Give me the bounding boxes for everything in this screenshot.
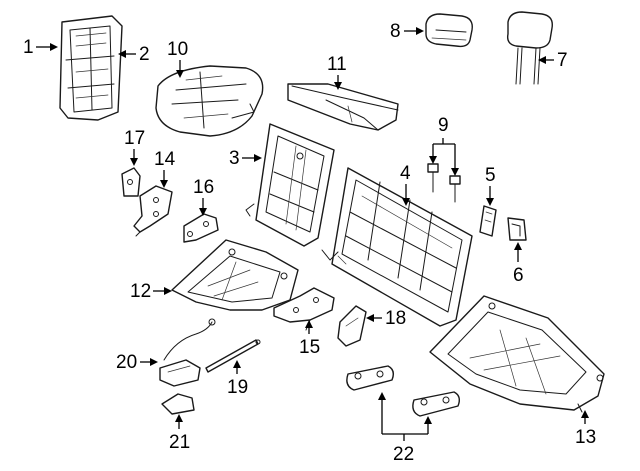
callout-1[interactable]: 1 — [23, 37, 58, 58]
callout-4[interactable]: 4 — [400, 163, 411, 206]
arrow-icon — [254, 154, 262, 162]
arrow-icon — [538, 56, 546, 64]
callout-5[interactable]: 5 — [485, 165, 496, 206]
part-foot-cover[interactable] — [161, 393, 195, 415]
arrow-icon — [176, 70, 184, 78]
arrow-icon — [118, 50, 126, 58]
callout-label: 11 — [327, 54, 347, 75]
callout-label: 8 — [390, 21, 401, 42]
callout-label: 9 — [438, 115, 449, 136]
arrow-icon — [378, 392, 386, 400]
part-pad-lower[interactable] — [412, 391, 461, 417]
arrow-icon — [150, 358, 158, 366]
callout-label: 7 — [557, 50, 568, 71]
arrow-icon — [514, 242, 522, 250]
arrow-icon — [50, 43, 58, 51]
callout-3[interactable]: 3 — [229, 148, 262, 169]
callout-6[interactable]: 6 — [513, 242, 524, 286]
arrow-icon — [160, 180, 168, 188]
part-bracket-16[interactable] — [183, 213, 219, 243]
arrow-icon — [233, 360, 241, 368]
part-release-cable[interactable] — [159, 318, 216, 387]
callout-label: 21 — [169, 432, 190, 453]
callout-2[interactable]: 2 — [118, 44, 150, 65]
arrow-icon — [334, 82, 342, 90]
arrow-icon — [429, 156, 437, 164]
arrow-icon — [416, 27, 424, 35]
arrow-icon — [581, 410, 589, 418]
arrow-icon — [451, 168, 459, 176]
callout-label: 3 — [229, 148, 240, 169]
callout-7[interactable]: 7 — [538, 50, 568, 71]
part-seat-pan-right[interactable] — [429, 295, 605, 413]
arrow-icon — [424, 416, 432, 424]
callout-label: 18 — [385, 308, 406, 329]
callout-9[interactable]: 9 — [429, 115, 459, 176]
callout-21[interactable]: 21 — [169, 414, 190, 453]
callout-10[interactable]: 10 — [167, 39, 188, 78]
callout-label: 19 — [227, 377, 248, 398]
callout-label: 12 — [130, 281, 151, 302]
arrow-icon — [366, 314, 374, 322]
arrow-icon — [164, 287, 172, 295]
leader-line — [381, 398, 429, 441]
part-bolts[interactable] — [427, 163, 461, 203]
part-bracket-clip[interactable] — [479, 205, 497, 237]
part-seat-pan-left[interactable] — [171, 239, 299, 311]
callout-label: 4 — [400, 163, 411, 184]
part-pad-upper[interactable] — [346, 365, 395, 391]
callout-19[interactable]: 19 — [227, 360, 248, 398]
callout-label: 5 — [485, 165, 496, 186]
part-headrest[interactable] — [506, 11, 553, 85]
callout-label: 16 — [193, 177, 214, 198]
part-hinge-bracket[interactable] — [133, 185, 173, 237]
callout-label: 20 — [116, 352, 137, 373]
callout-22[interactable]: 22 — [378, 392, 432, 465]
callout-18[interactable]: 18 — [366, 308, 406, 329]
part-support-rod[interactable] — [205, 339, 261, 373]
part-latch-cover[interactable] — [507, 217, 527, 241]
part-bracket-17[interactable] — [121, 167, 141, 197]
arrow-icon — [199, 208, 207, 216]
part-seat-trim-panel[interactable] — [287, 83, 399, 131]
callout-12[interactable]: 12 — [130, 281, 172, 302]
leader-line — [432, 138, 456, 170]
callout-20[interactable]: 20 — [116, 352, 158, 373]
arrow-icon — [130, 158, 138, 166]
part-seat-cushion[interactable] — [155, 65, 264, 137]
callout-15[interactable]: 15 — [299, 320, 320, 358]
callout-label: 2 — [139, 44, 150, 65]
callout-label: 10 — [167, 39, 188, 60]
callout-label: 22 — [393, 444, 414, 465]
part-seat-back-frame-left[interactable] — [245, 123, 335, 247]
callout-14[interactable]: 14 — [154, 149, 176, 188]
part-trim-cover[interactable] — [337, 305, 367, 347]
callout-label: 1 — [23, 37, 34, 58]
callout-label: 14 — [154, 149, 176, 170]
callout-11[interactable]: 11 — [327, 54, 347, 90]
arrow-icon — [402, 198, 410, 206]
part-seat-back-frame-right[interactable] — [321, 167, 473, 327]
part-seat-back-cushion[interactable] — [59, 15, 123, 121]
arrow-icon — [305, 320, 313, 328]
callout-17[interactable]: 17 — [124, 128, 145, 166]
callout-label: 17 — [124, 128, 145, 149]
callout-16[interactable]: 16 — [193, 177, 214, 216]
callout-label: 6 — [513, 265, 524, 286]
callout-8[interactable]: 8 — [390, 21, 424, 42]
callout-label: 15 — [299, 337, 320, 358]
callout-label: 13 — [575, 427, 596, 448]
part-headrest-cover[interactable] — [425, 13, 473, 48]
callout-13[interactable]: 13 — [575, 410, 596, 448]
arrow-icon — [486, 198, 494, 206]
arrow-icon — [175, 414, 183, 422]
